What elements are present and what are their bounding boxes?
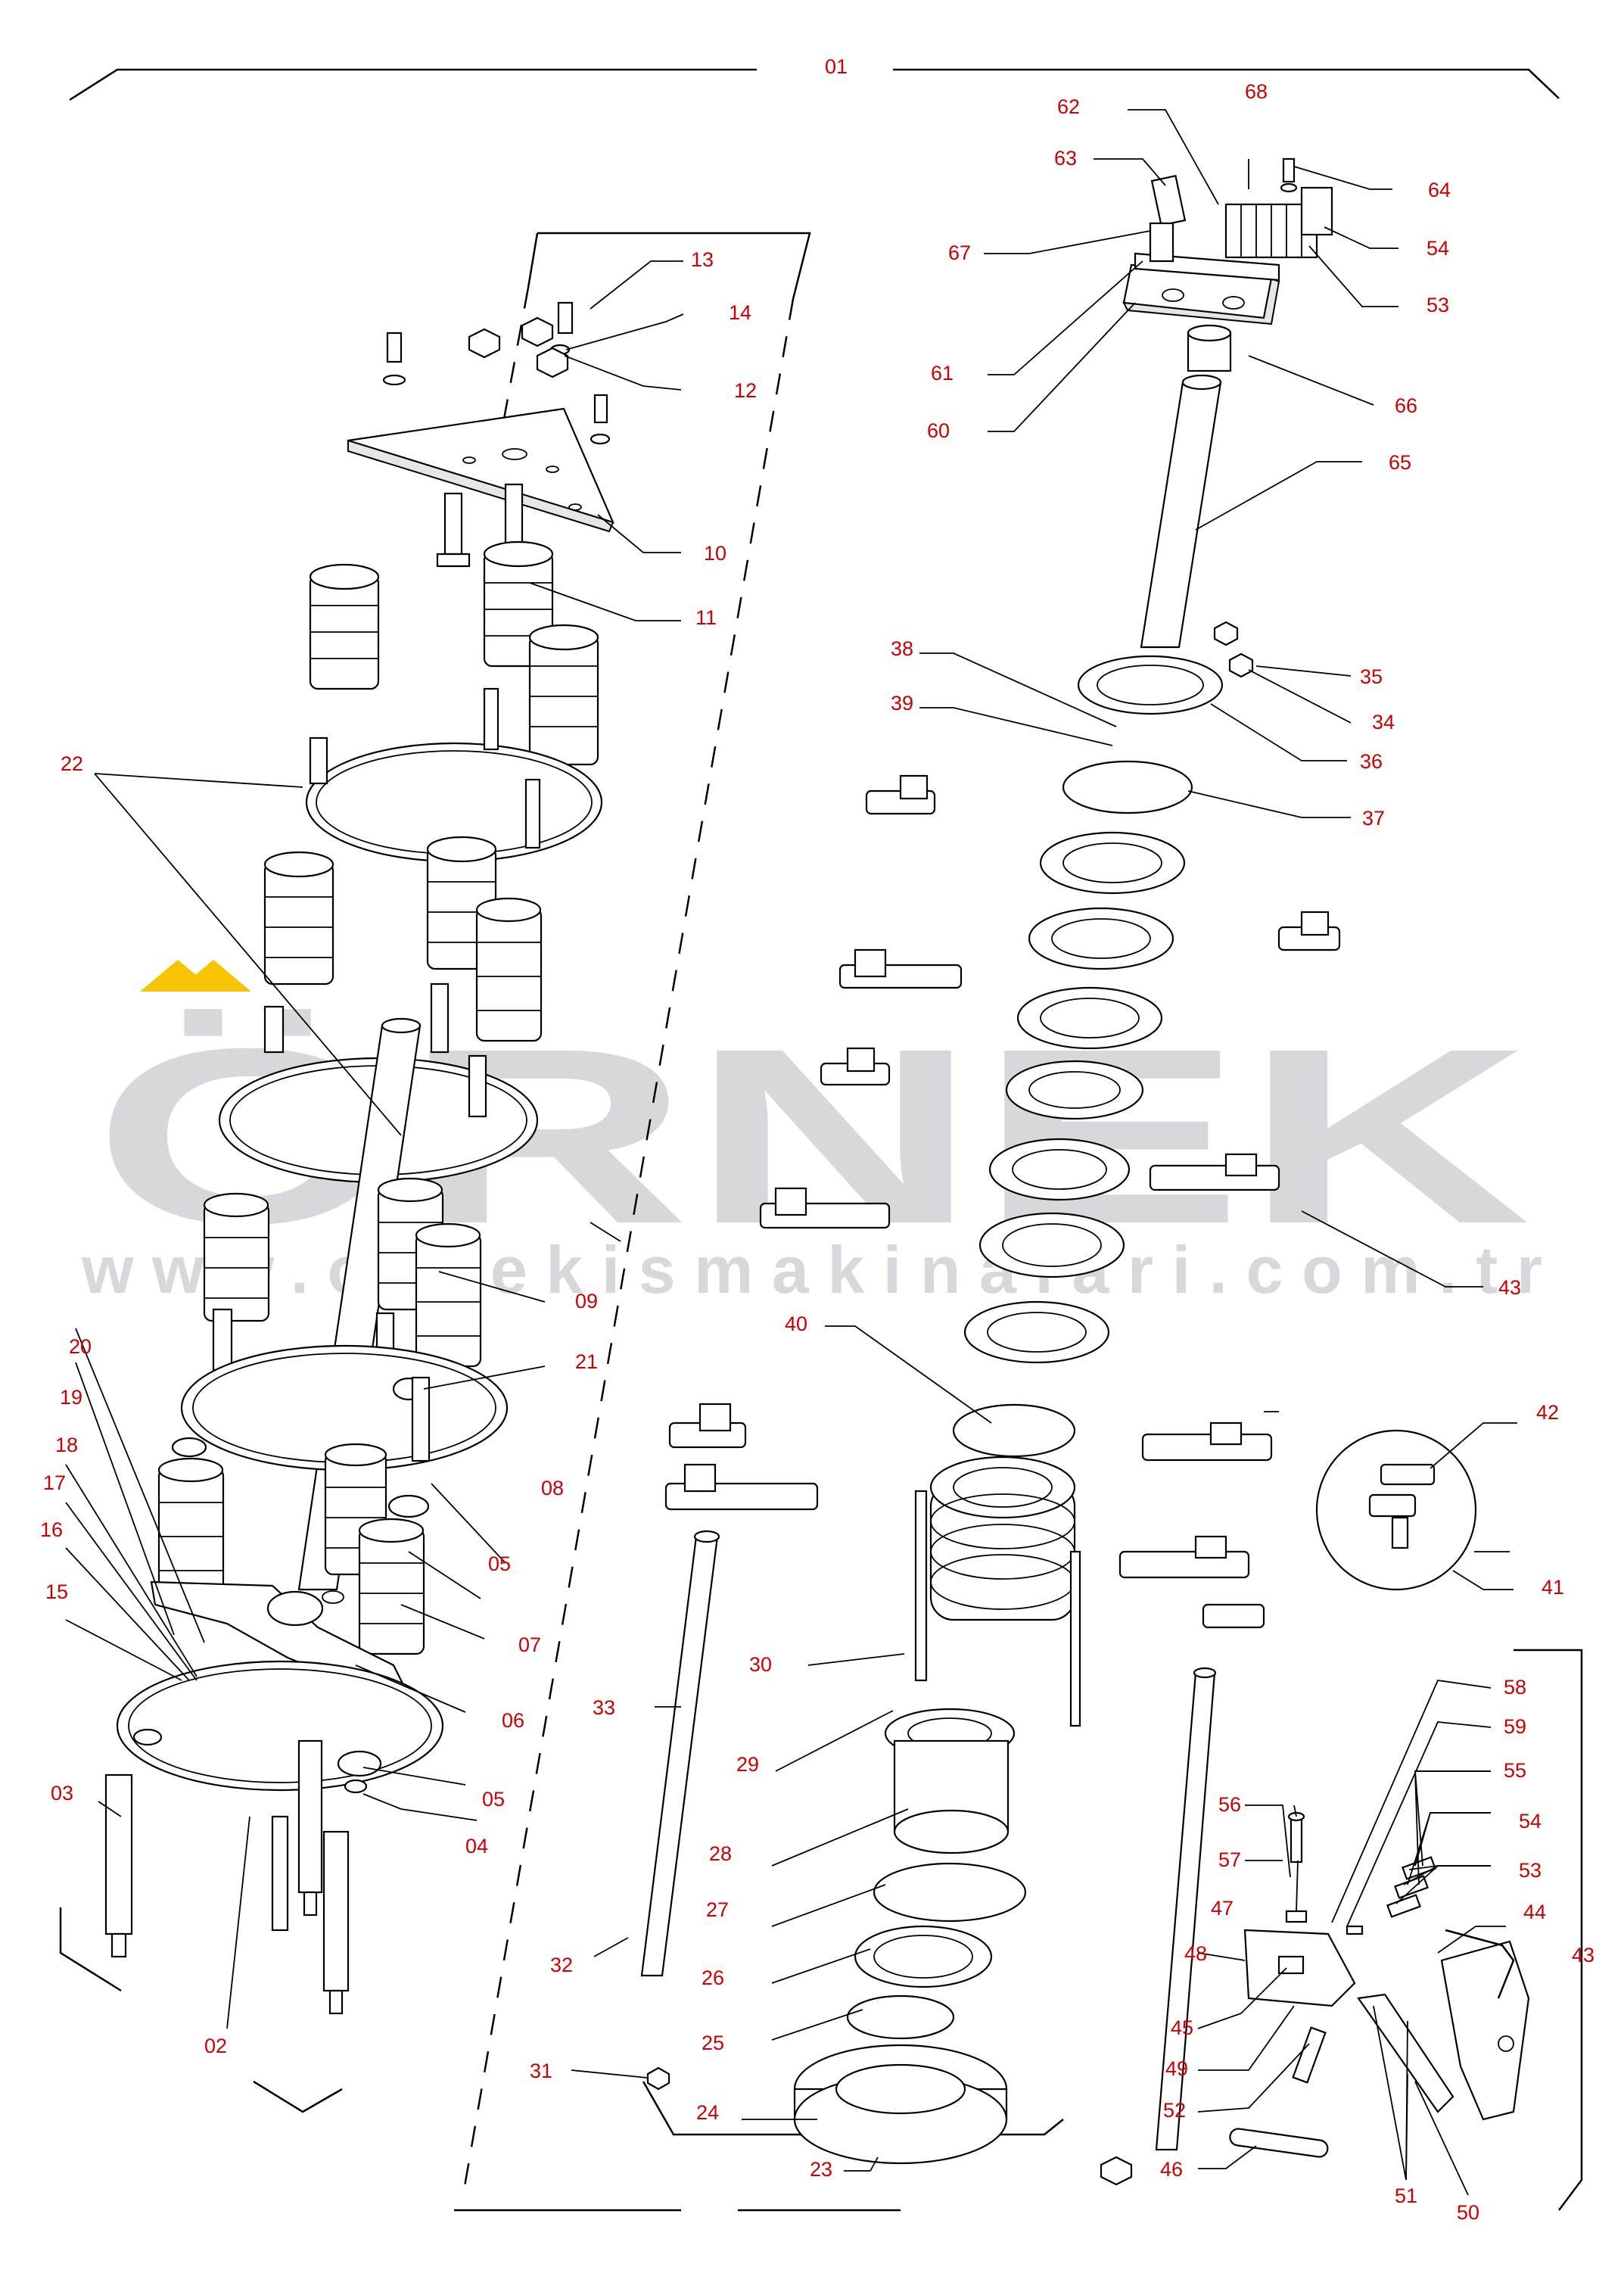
callout-53-b: 53 [1519, 1859, 1542, 1882]
callout-05-b: 05 [482, 1788, 505, 1811]
callout-35: 35 [1360, 665, 1383, 688]
callout-21: 21 [575, 1350, 598, 1373]
left-assembly [104, 301, 614, 2015]
callout-36: 36 [1360, 750, 1383, 773]
callout-26: 26 [702, 1966, 724, 1989]
callout-41: 41 [1542, 1576, 1564, 1599]
callout-13: 13 [691, 248, 714, 271]
callout-29: 29 [736, 1753, 759, 1776]
callout-66: 66 [1395, 394, 1417, 417]
callout-43-b: 43 [1572, 1944, 1594, 1966]
callout-57: 57 [1218, 1848, 1241, 1871]
callout-05-a: 05 [488, 1552, 511, 1575]
callout-14: 14 [729, 301, 751, 324]
callout-43-a: 43 [1498, 1276, 1521, 1299]
callout-16: 16 [40, 1518, 63, 1541]
callout-37: 37 [1362, 807, 1385, 830]
callout-42: 42 [1536, 1401, 1559, 1424]
callout-22: 22 [61, 752, 83, 775]
callout-38: 38 [891, 637, 913, 660]
callout-02: 02 [204, 2035, 227, 2057]
callout-08: 08 [541, 1477, 564, 1499]
callout-09: 09 [575, 1290, 598, 1312]
callout-40: 40 [785, 1312, 807, 1335]
callout-63: 63 [1054, 147, 1077, 170]
callout-64: 64 [1428, 179, 1451, 201]
callout-53-a: 53 [1426, 294, 1449, 316]
callout-19: 19 [60, 1386, 82, 1409]
callout-labels: 01 02 03 04 05 05 06 07 08 09 10 11 12 1… [40, 55, 1594, 2224]
callout-15: 15 [45, 1580, 68, 1603]
callout-11: 11 [695, 606, 717, 629]
callout-59: 59 [1504, 1715, 1526, 1738]
callout-25: 25 [702, 2032, 724, 2054]
callout-12: 12 [734, 379, 757, 402]
callout-39: 39 [891, 692, 913, 715]
callout-04: 04 [465, 1835, 488, 1857]
callout-17: 17 [43, 1471, 66, 1494]
callout-01: 01 [825, 55, 848, 78]
callout-32: 32 [550, 1954, 573, 1976]
callout-61: 61 [931, 362, 954, 385]
callout-51: 51 [1395, 2184, 1417, 2207]
callout-62: 62 [1057, 95, 1080, 118]
callout-58: 58 [1504, 1676, 1526, 1699]
callout-31: 31 [530, 2060, 552, 2082]
callout-06: 06 [502, 1709, 524, 1732]
callout-47: 47 [1211, 1897, 1234, 1920]
callout-55: 55 [1504, 1759, 1526, 1782]
callout-28: 28 [709, 1842, 732, 1865]
callout-54-b: 54 [1519, 1810, 1542, 1833]
callout-30: 30 [749, 1653, 772, 1676]
callout-45: 45 [1171, 2016, 1193, 2039]
callout-60: 60 [927, 419, 950, 442]
callout-24: 24 [696, 2101, 719, 2124]
callout-48: 48 [1184, 1942, 1207, 1965]
callout-10: 10 [704, 542, 726, 565]
callout-65: 65 [1389, 451, 1411, 474]
callout-27: 27 [706, 1898, 729, 1921]
callout-33: 33 [593, 1696, 615, 1719]
callout-07: 07 [518, 1633, 541, 1656]
callout-20: 20 [69, 1335, 92, 1358]
watermark-accent-mark [176, 960, 251, 992]
callout-34: 34 [1372, 711, 1395, 733]
callout-18: 18 [55, 1434, 78, 1456]
callout-44: 44 [1523, 1901, 1546, 1923]
callout-67: 67 [948, 241, 971, 264]
callout-54-a: 54 [1426, 237, 1449, 260]
callout-03: 03 [51, 1782, 73, 1804]
callout-49: 49 [1165, 2057, 1188, 2080]
callout-50: 50 [1457, 2201, 1479, 2224]
center-assembly [640, 774, 1081, 2165]
callout-56: 56 [1218, 1793, 1241, 1816]
right-assembly [952, 157, 1530, 2186]
callout-52: 52 [1163, 2099, 1186, 2122]
callout-46: 46 [1160, 2158, 1183, 2181]
callout-68: 68 [1245, 80, 1268, 103]
leader-lines [65, 109, 1517, 2196]
callout-23: 23 [810, 2158, 832, 2181]
